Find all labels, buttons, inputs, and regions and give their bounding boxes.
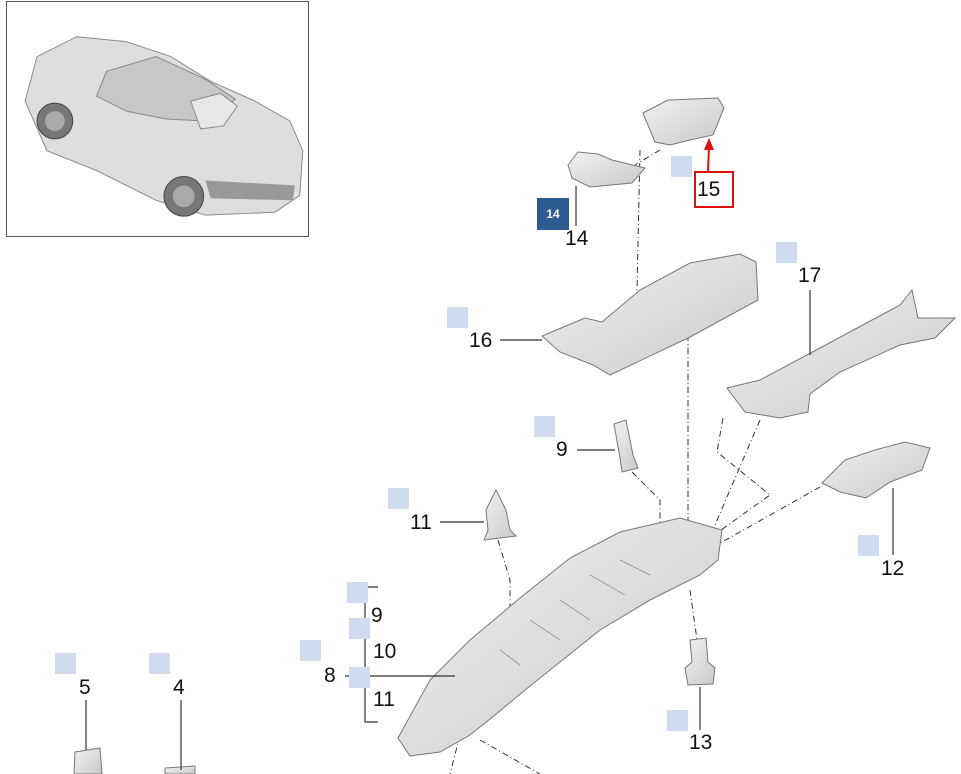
- marker-4[interactable]: [149, 653, 170, 674]
- part-5-pad[interactable]: [73, 747, 103, 774]
- callout-8[interactable]: 8: [324, 664, 336, 687]
- callout-10[interactable]: 10: [373, 640, 397, 663]
- callout-13[interactable]: 13: [689, 731, 713, 754]
- marker-11b[interactable]: [349, 667, 370, 688]
- callout-5[interactable]: 5: [79, 676, 91, 699]
- vehicle-thumbnail: [6, 1, 309, 237]
- marker-5[interactable]: [55, 653, 76, 674]
- callout-9[interactable]: 9: [556, 438, 568, 461]
- marker-15[interactable]: [671, 156, 692, 177]
- part-13-screw[interactable]: [684, 637, 716, 686]
- leader-lines: [85, 186, 894, 770]
- callout-15[interactable]: 15: [697, 178, 721, 201]
- callout-4[interactable]: 4: [173, 676, 185, 699]
- part-15-cover[interactable]: [642, 97, 725, 146]
- marker-10[interactable]: [349, 618, 370, 639]
- callout-11[interactable]: 11: [410, 511, 432, 534]
- active-part-badge: 14: [546, 207, 560, 221]
- marker-17[interactable]: [776, 242, 797, 263]
- callout-16[interactable]: 16: [469, 329, 493, 352]
- part-14-bracket[interactable]: [567, 151, 646, 188]
- callout-14[interactable]: 14: [565, 227, 589, 250]
- marker-13[interactable]: [667, 710, 688, 731]
- highlight-arrow: [704, 138, 714, 173]
- highlight-box-part-15: [694, 171, 734, 208]
- marker-12[interactable]: [858, 535, 879, 556]
- part-12-hinge[interactable]: [821, 441, 931, 499]
- marker-9[interactable]: [534, 416, 555, 437]
- marker-16[interactable]: [447, 307, 468, 328]
- marker-11[interactable]: [388, 488, 409, 509]
- part-8-trim-panel[interactable]: [397, 517, 723, 757]
- part-9-pin[interactable]: [613, 419, 639, 473]
- part-17-rail[interactable]: [726, 288, 957, 419]
- part-16-trim-cover[interactable]: [541, 253, 759, 376]
- marker-9b[interactable]: [347, 582, 368, 603]
- part-11-clip[interactable]: [483, 488, 518, 541]
- marker-14-active[interactable]: 14: [537, 198, 569, 230]
- callout-12[interactable]: 12: [881, 557, 905, 580]
- callout-11-group[interactable]: 11: [373, 688, 395, 711]
- part-4-fastener[interactable]: [164, 765, 196, 774]
- marker-8[interactable]: [300, 640, 321, 661]
- callout-17[interactable]: 17: [798, 264, 822, 287]
- callout-9-group[interactable]: 9: [371, 604, 383, 627]
